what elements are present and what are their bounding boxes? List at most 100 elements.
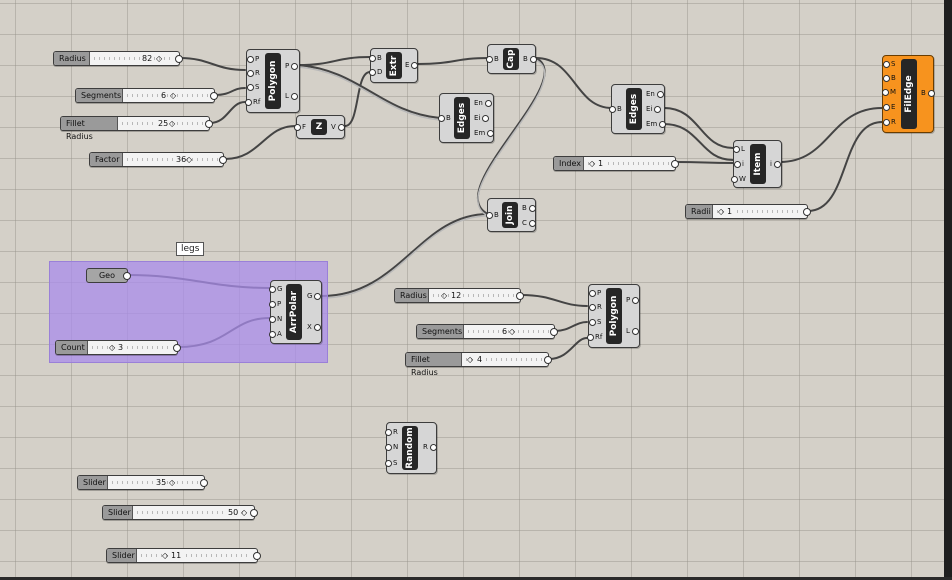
input-i[interactable]: i (734, 160, 744, 168)
slider-grip[interactable]: ◇ (441, 291, 448, 300)
input-r[interactable]: R (589, 303, 602, 311)
input-b[interactable]: B (883, 74, 896, 82)
output-b[interactable]: B (522, 204, 536, 212)
input-g[interactable]: G (268, 285, 283, 293)
slider-output-port[interactable] (173, 344, 181, 352)
input-b[interactable]: B (609, 105, 622, 113)
output-r[interactable]: R (423, 443, 437, 451)
slider-track[interactable] (127, 153, 219, 166)
input-r[interactable]: R (883, 118, 896, 126)
input-e[interactable]: E (882, 103, 896, 111)
slider-35[interactable]: Slider 35 ◇ (77, 475, 208, 490)
input-b[interactable]: B (486, 211, 499, 219)
slider-output-port[interactable] (544, 356, 552, 364)
output-b[interactable]: B (921, 89, 935, 97)
slider-grip[interactable]: ◇ (109, 343, 116, 352)
slider-50[interactable]: Slider 50 ◇ (102, 505, 258, 520)
factor-slider[interactable]: Factor 36 ◇ (89, 152, 227, 167)
slider-track[interactable] (466, 353, 543, 366)
input-d[interactable]: D (368, 68, 383, 76)
geo-param[interactable]: Geo (86, 268, 131, 283)
input-rf[interactable]: Rf (586, 333, 603, 341)
filedge-component[interactable]: S B M E R FilEdge B (881, 55, 935, 133)
slider-grip[interactable]: ◇ (169, 478, 176, 487)
list-item-component[interactable]: L i W Item i (731, 140, 782, 188)
join-component[interactable]: B Join B C (486, 198, 536, 232)
slider-track[interactable] (588, 157, 670, 170)
legs-group-label[interactable]: legs (176, 242, 205, 256)
input-s[interactable]: S (882, 60, 896, 68)
slider-output-port[interactable] (175, 55, 183, 63)
output-e[interactable]: E (405, 61, 420, 69)
output-v[interactable]: V (331, 123, 345, 131)
cap-component[interactable]: B Cap B (486, 44, 537, 74)
output-en[interactable]: En (646, 90, 664, 98)
input-p[interactable]: P (246, 55, 260, 63)
input-m[interactable]: M (881, 88, 897, 96)
slider-track[interactable] (94, 52, 174, 65)
output-ei[interactable]: Ei (474, 114, 491, 122)
input-r[interactable]: R (385, 428, 398, 436)
input-s[interactable]: S (384, 459, 398, 467)
output-l[interactable]: L (285, 92, 298, 100)
input-s[interactable]: S (588, 318, 602, 326)
slider-grip[interactable]: ◇ (169, 119, 176, 128)
input-w[interactable]: W (731, 175, 746, 183)
output-em[interactable]: Em (646, 120, 667, 128)
slider-output-port[interactable] (550, 328, 558, 336)
polygon-component-2[interactable]: P R S Rf Polygon P L (586, 284, 641, 348)
input-p[interactable]: P (588, 289, 602, 297)
slider-grip[interactable]: ◇ (509, 327, 516, 336)
slider-track[interactable] (92, 341, 172, 354)
input-b[interactable]: B (369, 54, 382, 62)
array-polar-component[interactable]: G P N A ArrPolar G X (268, 280, 323, 344)
slider-output-port[interactable] (200, 479, 208, 487)
slider-output-port[interactable] (803, 208, 811, 216)
edges-component[interactable]: B Edges En Ei Em (438, 93, 495, 143)
radius-slider[interactable]: Radius 82 ◇ (53, 51, 183, 66)
slider-output-port[interactable] (210, 92, 218, 100)
index-slider[interactable]: Index ◇ 1 (553, 156, 679, 171)
output-i[interactable]: i (770, 160, 781, 168)
input-b[interactable]: B (438, 114, 451, 122)
input-a[interactable]: A (269, 330, 282, 338)
slider-output-port[interactable] (219, 156, 227, 164)
slider-output-port[interactable] (516, 292, 524, 300)
slider-grip[interactable]: ◇ (170, 91, 177, 100)
input-rf[interactable]: Rf (244, 98, 261, 106)
output-em[interactable]: Em (474, 129, 495, 137)
slider-11[interactable]: Slider ◇ 11 (106, 548, 261, 563)
radius-slider-2[interactable]: Radius ◇ 12 (394, 288, 524, 303)
input-n[interactable]: N (268, 315, 283, 323)
fillet-radius-slider[interactable]: Fillet Radius 25 ◇ (60, 116, 213, 141)
slider-track[interactable] (468, 325, 549, 338)
extrude-component[interactable]: B D Extr E (368, 48, 420, 83)
radii-slider[interactable]: Radii ◇ 1 (685, 204, 811, 219)
output-p[interactable]: P (626, 296, 641, 304)
slider-grip[interactable]: ◇ (718, 207, 725, 216)
slider-output-port[interactable] (205, 120, 213, 128)
fillet-radius-slider-2[interactable]: Fillet Radius ◇ 4 (405, 352, 552, 377)
slider-track[interactable] (141, 549, 251, 562)
input-b[interactable]: B (486, 55, 499, 63)
slider-grip[interactable]: ◇ (156, 54, 163, 63)
output-en[interactable]: En (474, 99, 492, 107)
edges-component-2[interactable]: B Edges En Ei Em (609, 84, 667, 134)
slider-track[interactable] (137, 506, 247, 519)
slider-output-port[interactable] (671, 160, 679, 168)
input-f[interactable]: F (293, 123, 307, 131)
polygon-component[interactable]: P R S Rf Polygon P L (244, 49, 300, 113)
z-component[interactable]: F Z V (293, 115, 345, 139)
output-p[interactable]: P (285, 62, 300, 70)
output-c[interactable]: C (522, 219, 536, 227)
slider-track[interactable] (717, 205, 802, 218)
input-n[interactable]: N (384, 443, 399, 451)
input-r[interactable]: R (247, 69, 260, 77)
slider-grip[interactable]: ◇ (467, 355, 474, 364)
output-l[interactable]: L (626, 327, 639, 335)
output-x[interactable]: X (307, 323, 321, 331)
output-b[interactable]: B (523, 55, 537, 63)
output-g[interactable]: G (307, 292, 323, 300)
random-component[interactable]: R N S Random R (384, 422, 437, 474)
